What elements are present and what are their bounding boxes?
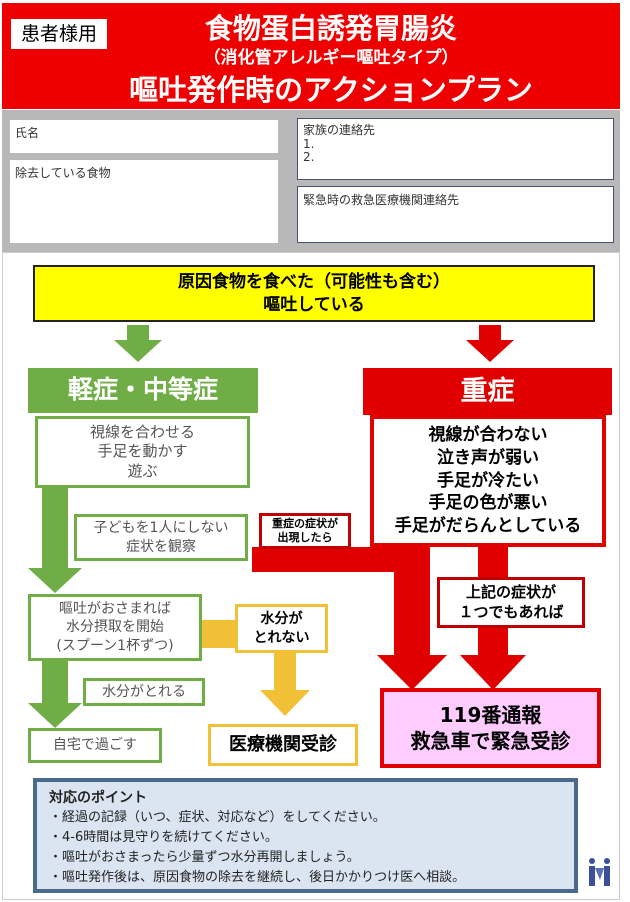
watch-line: 症状を観察 bbox=[126, 538, 196, 555]
mild-title: 軽症・中等症 bbox=[28, 368, 258, 413]
hydrate-line: (スプーン1杯ずつ) bbox=[56, 637, 174, 654]
title-action-plan: 嘔吐発作時のアクションプラン bbox=[129, 73, 533, 107]
family-contact-field[interactable]: 家族の連絡先 1. 2. bbox=[297, 118, 614, 180]
severe-symptom: 視線が合わない bbox=[428, 424, 548, 445]
start-line-1: 原因食物を食べた（可能性も含む） bbox=[178, 272, 450, 293]
stay-home-box: 自宅で過ごす bbox=[28, 728, 162, 763]
if-severe-line: 重症の症状が bbox=[272, 517, 338, 531]
start-line-2: 嘔吐している bbox=[263, 294, 365, 315]
can-drink-box: 水分がとれる bbox=[83, 678, 205, 706]
mild-symptoms: 視線を合わせる 手足を動かす 遊ぶ bbox=[35, 416, 250, 488]
cannot-drink-box: 水分が とれない bbox=[235, 604, 328, 653]
hydrate-line: 水分摂取を開始 bbox=[66, 619, 164, 636]
info-section: 氏名 除去している食物 家族の連絡先 1. 2. 緊急時の救急医療機関連絡先 bbox=[2, 110, 620, 252]
point-item: ・嘔吐がおさまったら少量ずつ水分再開しましょう。 bbox=[49, 850, 360, 865]
severe-symptom: 手足がだらんとしている bbox=[394, 516, 582, 537]
if-severe-line: 出現したら bbox=[277, 531, 333, 544]
family-contact-label: 家族の連絡先 bbox=[303, 123, 376, 137]
header-banner: 患者様用 食物蛋白誘発胃腸炎 （消化管アレルギー嘔吐タイプ） 嘔吐発作時のアクシ… bbox=[2, 3, 620, 109]
yellow-connector bbox=[200, 620, 240, 648]
cannot-drink-line: 水分が bbox=[260, 611, 303, 628]
green-arrow-hydrate-to-home bbox=[28, 661, 82, 728]
family-contact-1: 1. bbox=[303, 137, 315, 151]
red-arrow-top bbox=[466, 325, 514, 362]
severe-symptom: 手足の色が悪い bbox=[428, 493, 548, 514]
title-main: 食物蛋白誘発胃腸炎 bbox=[204, 12, 457, 45]
point-item: ・経過の記録（いつ、症状、対応など）をしてください。 bbox=[49, 810, 386, 825]
point-item: ・4-6時間は見守りを続けてください。 bbox=[49, 830, 278, 845]
points-title: 対応のポイント bbox=[49, 790, 147, 806]
emergency-contact-label: 緊急時の救急医療機関連絡先 bbox=[303, 193, 460, 207]
severe-symptom: 手足が冷たい bbox=[437, 470, 539, 491]
yellow-arrow-to-clinic bbox=[260, 652, 310, 716]
cannot-drink-line: とれない bbox=[253, 629, 310, 646]
emergency-line: 119番通報 bbox=[439, 703, 542, 727]
green-arrow-top bbox=[114, 325, 162, 362]
removed-food-field[interactable]: 除去している食物 bbox=[10, 160, 278, 243]
mild-symptom: 視線を合わせる bbox=[89, 422, 195, 441]
emergency-line: 救急車で緊急受診 bbox=[410, 729, 571, 753]
point-item: ・嘔吐発作後は、原因食物の除去を継続し、後日かかりつけ医へ相談。 bbox=[49, 870, 466, 885]
visit-clinic-box: 医療機関受診 bbox=[208, 724, 358, 766]
title-sub: （消化管アレルギー嘔吐タイプ） bbox=[203, 48, 459, 68]
family-contact-2: 2. bbox=[303, 150, 315, 164]
severe-symptom: 泣き声が弱い bbox=[437, 447, 539, 468]
watch-box: 子どもを1人にしない 症状を観察 bbox=[74, 514, 248, 561]
any-symptom-box: 上記の症状が １つでもあれば bbox=[437, 577, 585, 628]
points-box: 対応のポイント ・経過の記録（いつ、症状、対応など）をしてください。 ・4-6時… bbox=[33, 778, 578, 893]
mild-symptom: 遊ぶ bbox=[127, 461, 158, 480]
hydrate-line: 嘔吐がおさまれば bbox=[59, 601, 171, 618]
red-arrow-if-severe bbox=[252, 547, 447, 690]
emergency-contact-field[interactable]: 緊急時の救急医療機関連絡先 bbox=[297, 186, 614, 243]
start-box: 原因食物を食べた（可能性も含む） 嘔吐している bbox=[33, 265, 595, 322]
severe-symptoms: 視線が合わない 泣き声が弱い 手足が冷たい 手足の色が悪い 手足がだらんとしてい… bbox=[370, 415, 606, 547]
any-symptom-line: 上記の症状が bbox=[465, 583, 556, 601]
patient-badge: 患者様用 bbox=[11, 19, 107, 49]
removed-food-label: 除去している食物 bbox=[15, 166, 111, 180]
mild-symptom: 手足を動かす bbox=[97, 442, 188, 461]
any-symptom-line: １つでもあれば bbox=[458, 602, 564, 621]
hydrate-box: 嘔吐がおさまれば 水分摂取を開始 (スプーン1杯ずつ) bbox=[28, 594, 202, 661]
watch-line: 子どもを1人にしない bbox=[93, 520, 229, 537]
green-arrow-mild-to-hydrate bbox=[28, 488, 82, 593]
if-severe-box: 重症の症状が 出現したら bbox=[259, 513, 351, 549]
name-field[interactable]: 氏名 bbox=[10, 120, 278, 153]
emergency-box: 119番通報 救急車で緊急受診 bbox=[380, 688, 601, 768]
name-label: 氏名 bbox=[15, 126, 40, 140]
severe-title: 重症 bbox=[363, 368, 612, 415]
